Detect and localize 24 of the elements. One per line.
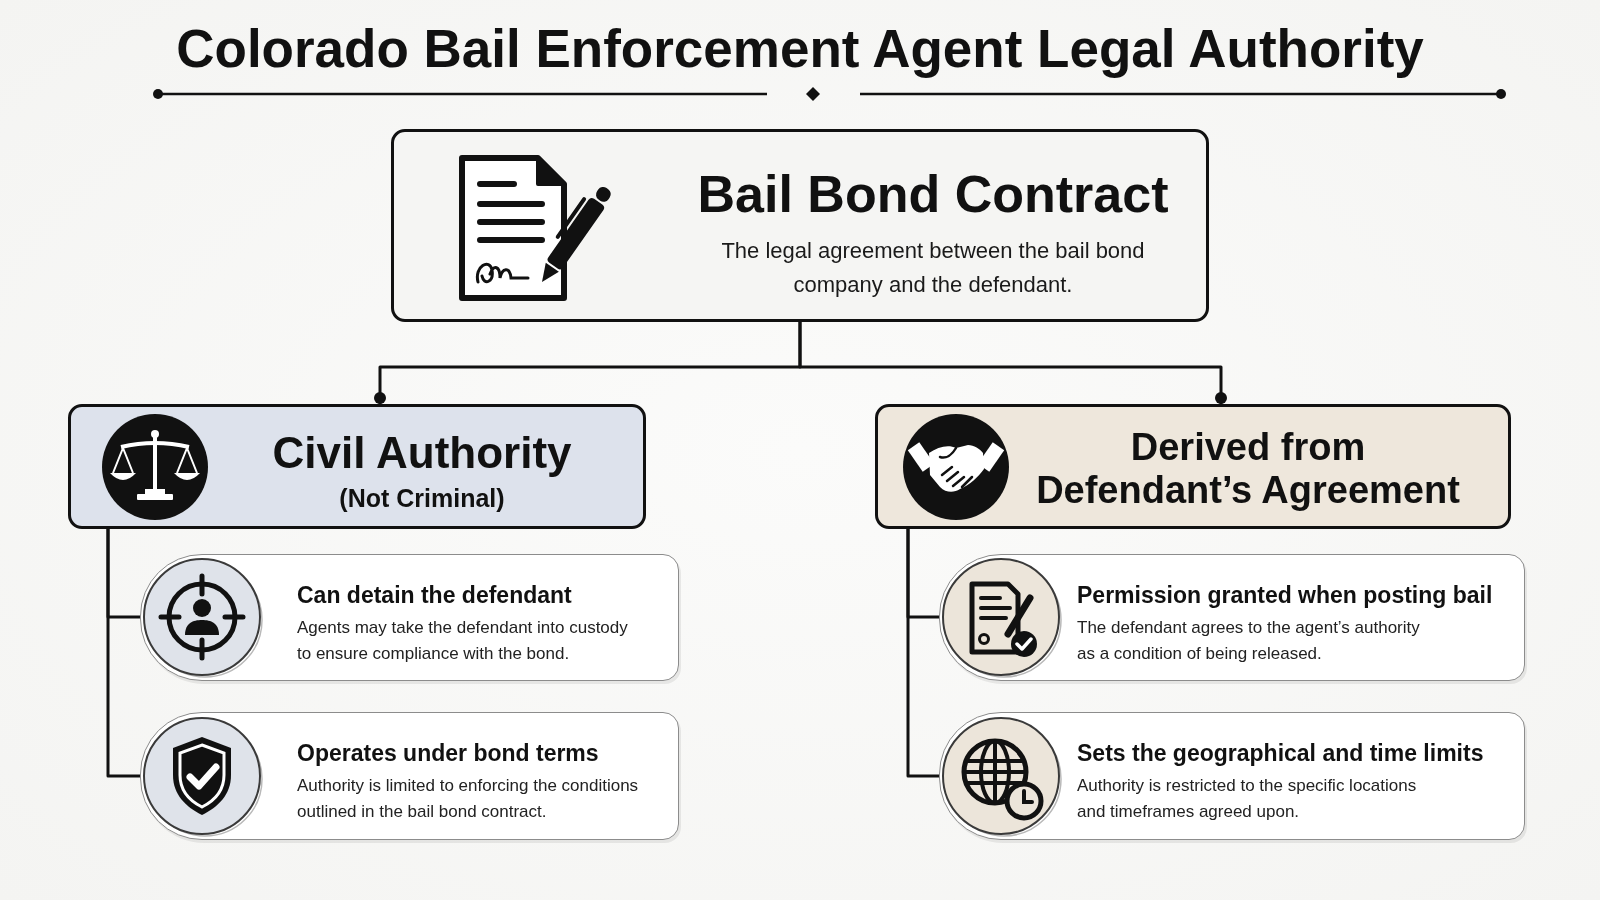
header-title: Derived from Defendant’s Agreement: [1035, 426, 1461, 512]
header-title: Civil Authority: [271, 427, 573, 479]
box-heading: Bail Bond Contract: [696, 164, 1170, 224]
card-title: Operates under bond terms: [297, 739, 600, 767]
card-title: Sets the geographical and time limits: [1077, 739, 1485, 767]
connector-line: [106, 529, 140, 778]
connector-line: [798, 322, 1227, 404]
item-card: [939, 554, 1525, 681]
item-card: [140, 554, 679, 681]
category-header: [875, 404, 1511, 529]
item-card: [939, 712, 1525, 840]
item-card: [140, 712, 679, 840]
header-subtitle: (Not Criminal): [338, 483, 506, 513]
card-description: Authority is restricted to the specific locations and timeframes agreed upon.: [1077, 775, 1418, 823]
card-description: Authority is limited to enforcing the conditions outlined in the bail bond contract.: [297, 775, 640, 823]
box-description: The legal agreement between the bail bond company and the defendant.: [720, 237, 1146, 299]
contract-box: [391, 129, 1209, 322]
card-title: Can detain the defendant: [297, 581, 573, 609]
card-title: Permission granted when posting bail: [1077, 581, 1494, 609]
card-description: The defendant agrees to the agent’s authority as a condition of being released.: [1077, 617, 1421, 665]
category-header: [68, 404, 646, 529]
diagram-title: Colorado Bail Enforcement Agent Legal Authority: [176, 18, 1424, 80]
connector-line: [906, 529, 939, 778]
card-description: Agents may take the defendant into custody to ensure compliance with the bond.: [297, 617, 629, 665]
